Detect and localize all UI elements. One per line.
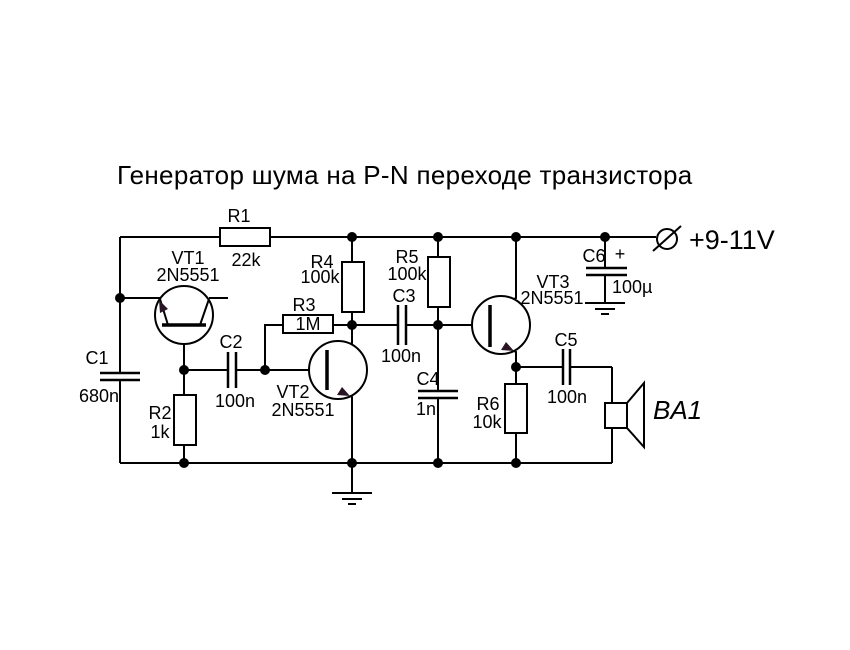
capacitor-C2: C2 100n (215, 332, 255, 411)
power-terminal: +9-11V (652, 225, 775, 255)
capacitor-plates (418, 389, 458, 400)
junction-dot (511, 458, 521, 468)
junction-dot (433, 232, 443, 242)
transistor-VT1: VT1 2N5551 (154, 248, 220, 345)
resistor-R3: R3 1M (282, 295, 334, 334)
ground-icon (585, 302, 625, 315)
resistor-body (282, 314, 334, 334)
junction-dot (511, 232, 521, 242)
r4-designator: R4 (310, 252, 333, 272)
capacitor-plates (396, 305, 408, 345)
resistor-body (427, 256, 451, 308)
vt3-designator: VT3 (536, 272, 569, 292)
c6-value: 100µ (612, 277, 652, 297)
resistor-body (504, 383, 528, 434)
junction-dot (179, 365, 189, 375)
transistor-VT2: VT2 2N5551 (271, 340, 368, 420)
vt1-value: 2N5551 (156, 265, 219, 285)
junction-dot (347, 232, 357, 242)
resistor-R1: R1 22k (219, 206, 271, 270)
transistor-body (308, 340, 368, 400)
c5-designator: C5 (554, 330, 577, 350)
resistor-body (341, 261, 365, 313)
speaker-box (604, 402, 628, 429)
terminal-circle-icon (656, 228, 678, 250)
junction-dot (600, 232, 610, 242)
terminal-slash-icon (652, 225, 682, 252)
transistor-collector-lead (199, 298, 210, 326)
junction-dot (179, 458, 189, 468)
r6-designator: R6 (476, 394, 499, 414)
junction-dot (433, 458, 443, 468)
r4-value: 100k (300, 267, 340, 287)
c3-designator: C3 (392, 286, 415, 306)
resistor-R2: R2 1k (148, 394, 197, 446)
emitter-arrow-icon (159, 300, 168, 313)
c1-designator: C1 (85, 348, 108, 368)
speaker-horn-icon (626, 380, 645, 450)
resistor-body (173, 394, 197, 446)
r5-designator: R5 (395, 247, 418, 267)
junction-dot (433, 320, 443, 330)
c3-value: 100n (381, 346, 421, 366)
junction-dot (347, 320, 357, 330)
ba1-designator: BA1 (653, 395, 702, 425)
junction-dots (115, 232, 610, 468)
capacitor-plates (561, 349, 572, 385)
ground-icon (332, 492, 372, 505)
power-voltage-label: +9-11V (689, 225, 775, 255)
transistor-VT3: VT3 2N5551 (471, 272, 584, 355)
junction-dot (511, 362, 521, 372)
r1-value: 22k (231, 250, 261, 270)
junction-dot (260, 365, 270, 375)
resistor-R4: R4 100k (300, 252, 365, 313)
c2-value: 100n (215, 391, 255, 411)
schematic-title: Генератор шума на P-N переходе транзисто… (117, 160, 693, 190)
vt2-value: 2N5551 (271, 400, 334, 420)
r3-value: 1M (295, 314, 320, 334)
resistor-body (219, 227, 271, 247)
c5-value: 100n (547, 387, 587, 407)
junction-dot (115, 293, 125, 303)
capacitor-C5: C5 100n (547, 330, 587, 407)
r2-value: 1k (150, 422, 170, 442)
resistor-R6: R6 10k (472, 383, 528, 434)
emitter-arrow-icon (337, 387, 350, 396)
vt1-designator: VT1 (171, 248, 204, 268)
transistor-body (471, 295, 531, 355)
c4-designator: C4 (416, 369, 439, 389)
r3-designator: R3 (292, 295, 315, 315)
capacitor-C4: C4 1n (416, 369, 458, 419)
c1-value: 680n (79, 386, 119, 406)
emitter-arrow-icon (501, 342, 514, 351)
c6-polarity-plus: + (615, 244, 626, 264)
capacitor-plates (586, 266, 627, 277)
vt2-designator: VT2 (276, 382, 309, 402)
capacitor-C6: C6 + 100µ (582, 244, 652, 315)
c6-designator: C6 (582, 246, 605, 266)
r6-value: 10k (472, 412, 502, 432)
capacitor-C1: C1 680n (79, 348, 140, 406)
r2-designator: R2 (148, 403, 171, 423)
r5-value: 100k (387, 264, 427, 284)
capacitor-plates (100, 371, 140, 382)
capacitor-plates (226, 352, 238, 388)
junction-dot (347, 458, 357, 468)
c2-designator: C2 (219, 332, 242, 352)
capacitor-C3: C3 100n (381, 286, 421, 366)
resistor-R5: R5 100k (387, 247, 451, 308)
transistor-body (154, 285, 214, 345)
speaker-BA1: BA1 (604, 380, 702, 450)
r1-designator: R1 (227, 206, 250, 226)
c4-value: 1n (416, 399, 436, 419)
vt3-value: 2N5551 (520, 288, 583, 308)
